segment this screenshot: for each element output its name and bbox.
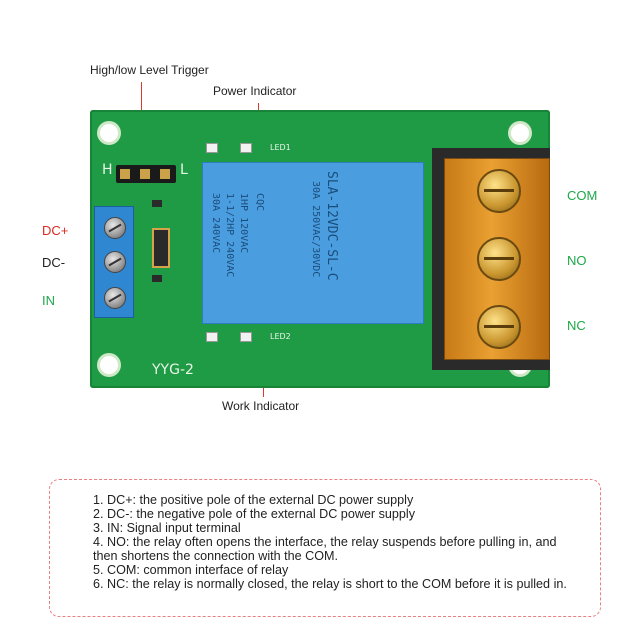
no-label: NO [567, 253, 587, 268]
led2-silkscreen: LED2 [270, 332, 291, 341]
smd-resistor [152, 275, 162, 282]
smd-resistor [152, 200, 162, 207]
note-item: 6. NC: the relay is normally closed, the… [93, 577, 567, 591]
model-silkscreen: YYG-2 [152, 362, 194, 378]
silkscreen-l: L [180, 162, 188, 178]
in-screw[interactable] [104, 287, 126, 309]
note-item: 1. DC+: the positive pole of the externa… [93, 493, 414, 507]
input-terminal-block [94, 206, 134, 318]
led1-silkscreen: LED1 [270, 143, 291, 152]
relay-model: SLA-12VDC-SL-C [324, 171, 339, 281]
relay-cqc-mark: CQC [254, 193, 265, 212]
power-led [206, 143, 218, 153]
relay: 30A 240VAC 1-1/2HP 240VAC 1HP 120VAC CQC… [202, 162, 424, 324]
note-item: 2. DC-: the negative pole of the externa… [93, 507, 416, 521]
dc-minus-label: DC- [42, 255, 66, 270]
mounting-hole-top-left [100, 124, 118, 142]
relay-rating-line: 1HP 120VAC [238, 193, 249, 254]
smd-component [152, 228, 170, 268]
dc-plus-screw[interactable] [104, 217, 126, 239]
relay-rating-line: 30A 240VAC [210, 193, 221, 254]
nc-label: NC [567, 318, 586, 333]
relay-rating-line: 30A 250VAC/30VDC [310, 181, 321, 278]
dc-minus-screw[interactable] [104, 251, 126, 273]
power-led-resistor [240, 143, 252, 153]
trigger-jumper-header[interactable] [116, 165, 176, 183]
power-indicator-callout: Power Indicator [213, 84, 297, 98]
note-item: 3. IN: Signal input terminal [93, 521, 241, 535]
silkscreen-h: H [102, 162, 113, 178]
notes-box: 1. DC+: the positive pole of the externa… [49, 479, 601, 617]
relay-rating-line: 1-1/2HP 240VAC [224, 193, 235, 278]
relay-module-pcb: H L LED1 LED2 YYG-2 30A 240VAC 1-1/2HP 2… [90, 110, 550, 388]
com-screw[interactable] [477, 169, 521, 213]
trigger-callout: High/low Level Trigger [90, 63, 209, 77]
note-item: 5. COM: common interface of relay [93, 563, 289, 577]
com-label: COM [567, 188, 598, 203]
dc-plus-label: DC+ [42, 223, 69, 238]
in-label: IN [42, 293, 55, 308]
mounting-hole-top-right [511, 124, 529, 142]
mounting-hole-bottom-left [100, 356, 118, 374]
work-indicator-callout: Work Indicator [222, 399, 300, 413]
no-screw[interactable] [477, 237, 521, 281]
work-led-resistor [240, 332, 252, 342]
output-terminal-block [444, 158, 550, 360]
note-item: 4. NO: the relay often opens the interfa… [93, 535, 560, 563]
nc-screw[interactable] [477, 305, 521, 349]
work-led [206, 332, 218, 342]
notes-list: 1. DC+: the positive pole of the externa… [93, 493, 583, 591]
